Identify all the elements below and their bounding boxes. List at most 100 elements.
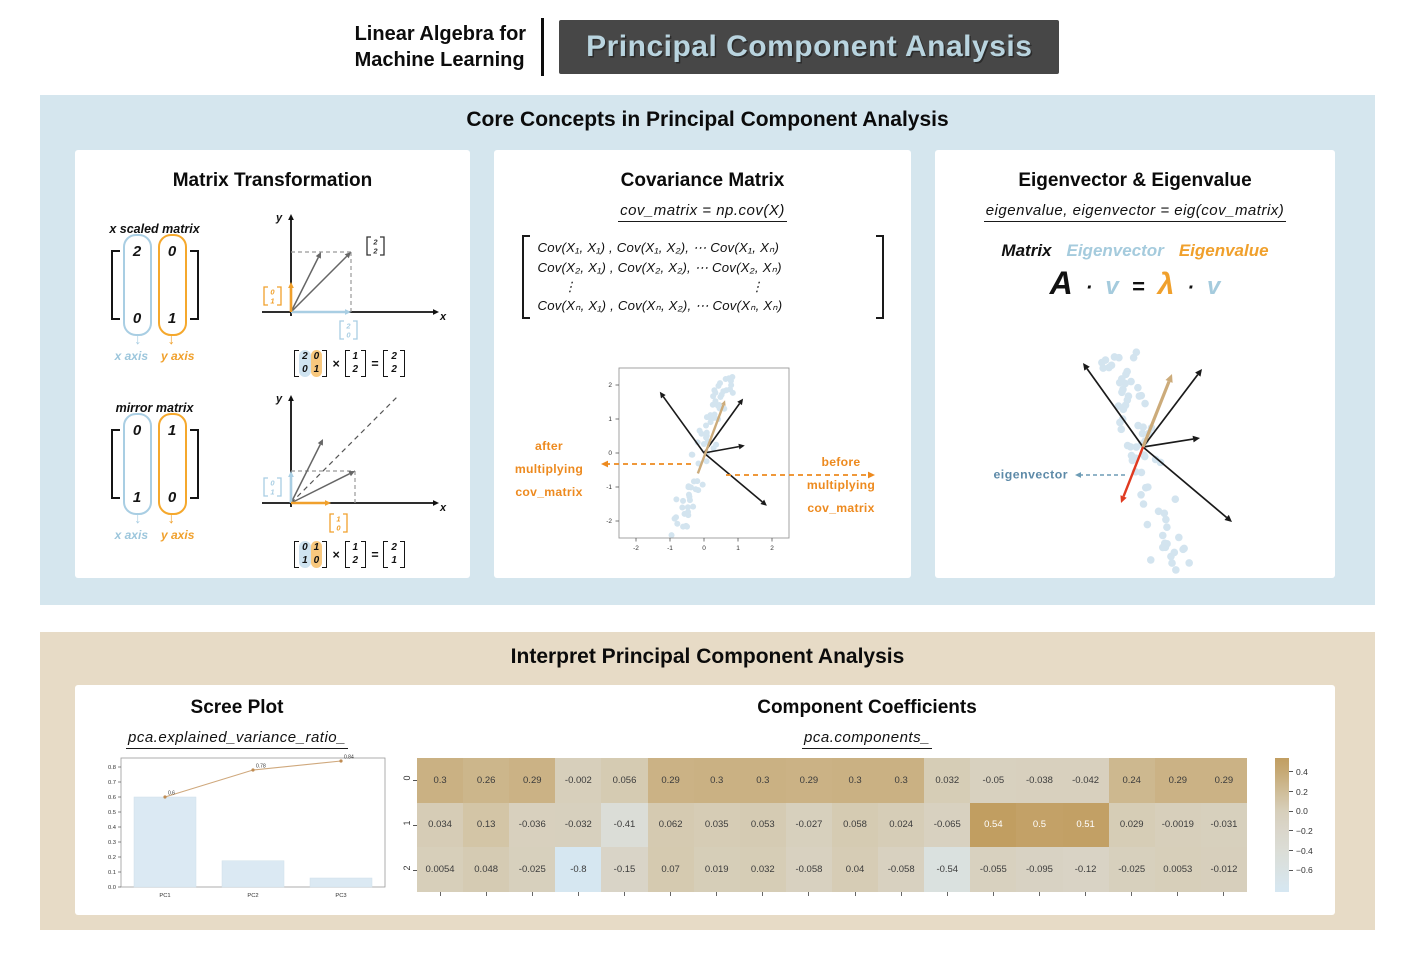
heatmap-row-label: 2 [402, 865, 412, 871]
y-tick-label: 0.3 [108, 840, 116, 846]
x-tick-label: -1 [667, 545, 673, 552]
y-tick-label: -1 [606, 484, 612, 491]
heatmap-cell: -0.038 [1016, 758, 1063, 803]
scatter-point [684, 504, 691, 511]
heatmap-cell: 0.056 [601, 758, 648, 803]
y-tick-label: 0.1 [108, 870, 116, 876]
heatmap-row-label: 1 [402, 820, 412, 826]
matrix-entry: 0 [302, 364, 308, 375]
scatter-point [1154, 507, 1163, 516]
matrix-entry: 2 [132, 243, 142, 260]
vector-label: 1 [336, 515, 340, 524]
col-tick [786, 892, 832, 896]
y-tick-label: 0.8 [108, 765, 116, 771]
heatmap-cell: 0.5 [1016, 802, 1063, 848]
heatmap-cell: 0.032 [924, 758, 971, 803]
scatter-point [703, 429, 710, 436]
heatmap-cell: -0.54 [924, 847, 971, 892]
scatter-point [729, 374, 736, 381]
colorbar-tick: 0.0 [1289, 806, 1308, 816]
matrix-entry: 1 [313, 364, 320, 375]
matrix-entry: 2 [352, 364, 359, 375]
black-vector-arrow-head [760, 499, 767, 506]
cumulative-marker [163, 795, 167, 799]
y-tick-label: -2 [606, 518, 612, 525]
scree-chart: 0.00.10.20.30.40.50.60.70.80.60.780.84PC… [108, 755, 386, 899]
scatter-point [1127, 377, 1135, 386]
x-category-label: PC2 [247, 893, 258, 899]
matrix-entry: 1 [167, 422, 177, 439]
x-tick-label: 2 [770, 545, 774, 552]
tick-dash [1289, 791, 1293, 792]
scatter-point [685, 491, 692, 498]
equation-token: λ [1157, 268, 1175, 301]
col-tick [694, 892, 740, 896]
header: Linear Algebra for Machine Learning Prin… [0, 14, 1414, 80]
scatter-point [1129, 353, 1138, 362]
vector-arrow-head [344, 252, 351, 259]
matrix-entry: 0 [302, 542, 308, 553]
vector-arrow-head [317, 439, 323, 446]
scree-bar [221, 860, 285, 888]
legend-word: Eigenvalue [1178, 241, 1269, 260]
colorbar-tick-label: −0.6 [1296, 865, 1313, 876]
scatter-point [1162, 515, 1170, 524]
heatmap-cell: -0.002 [555, 758, 602, 803]
heatmap-cell: 0.29 [785, 758, 832, 803]
legend-word: Matrix [1001, 241, 1052, 260]
scatter-point [1115, 353, 1123, 362]
eigenvector-annotation-text: eigenvector [993, 468, 1068, 482]
matrix-entry: 0 [132, 310, 142, 327]
matrix-entry: 0 [132, 422, 142, 439]
matrix-entry: 1 [352, 542, 359, 553]
heatmap-cell: 0.29 [647, 758, 694, 803]
scatter-point [1146, 556, 1155, 564]
black-vector-arrow [703, 445, 740, 454]
eigenvector-annotation-arrow-head [1075, 472, 1081, 478]
black-vector-arrow [703, 403, 741, 454]
bracket-left [110, 429, 120, 499]
col-tick [970, 892, 1016, 896]
tick-dash [1289, 771, 1293, 773]
colorbar-tick: −0.6 [1289, 865, 1313, 875]
scatter-point [1119, 385, 1127, 394]
covariance-matrix-formula: Cov(X₁, X₁) , Cov(X₁, X₂), ⋯ Cov(X₁, Xₙ)… [521, 235, 884, 320]
matrix-entry: 1 [313, 542, 320, 553]
scatter-point [707, 419, 714, 426]
colorbar-tick: 0.4 [1289, 767, 1308, 777]
matrix-entry: 2 [352, 555, 359, 566]
equation-token: v [1207, 273, 1221, 300]
x-basis-arrow-head [344, 309, 351, 315]
scatter-point [1158, 543, 1167, 552]
cumulative-marker [339, 759, 343, 763]
x-axis-head [432, 500, 439, 506]
interpret-section-title: Interpret Principal Component Analysis [510, 645, 905, 668]
y-axis-label: y [274, 393, 282, 405]
cov-code-line: cov_matrix = np.cov(X) [494, 202, 911, 222]
scatter-point [690, 478, 697, 485]
colorbar-tick-label: −0.4 [1296, 845, 1313, 856]
scatter-point [1158, 531, 1167, 540]
heatmap-cell: 0.035 [693, 802, 740, 848]
matrix-entry: 0 [313, 555, 320, 566]
heatmap-cell: 0.04 [831, 847, 879, 892]
heatmap-cell: 0.13 [463, 802, 510, 848]
col-tick [601, 892, 647, 896]
equals-operator: = [371, 356, 379, 371]
col-tick [1155, 892, 1201, 896]
scatter-point [673, 514, 680, 521]
tan-eigen-arrow [1141, 380, 1171, 448]
scatter-point [685, 484, 692, 491]
black-vector-arrow-head [659, 391, 666, 399]
scatter-point [1121, 379, 1129, 388]
bracket-left [110, 250, 120, 320]
x-tick-label: -2 [633, 545, 639, 552]
